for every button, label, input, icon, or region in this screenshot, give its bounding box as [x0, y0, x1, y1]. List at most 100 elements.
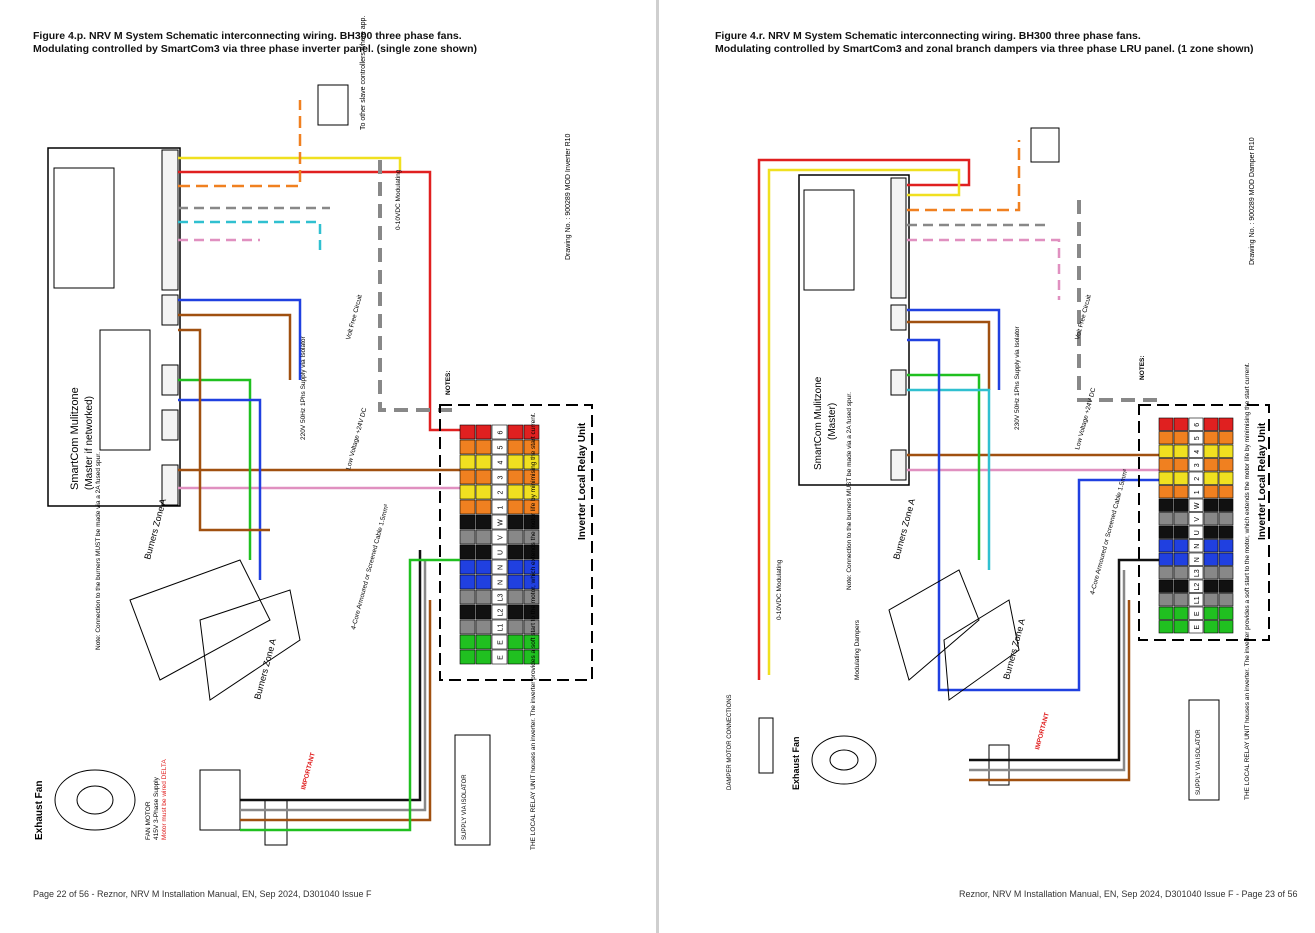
- terminal-cell: [459, 499, 476, 515]
- terminal-cell: [507, 604, 524, 620]
- wire-orange-dashed: [907, 140, 1021, 212]
- isolator-and-feed: [969, 558, 1159, 786]
- terminal-cell: [1218, 512, 1234, 526]
- terminal-cell: [1158, 485, 1174, 499]
- exhaust-fan-label: Exhaust Fan: [34, 781, 45, 840]
- terminal-cell: [1158, 498, 1174, 512]
- terminal-label: N: [498, 565, 505, 570]
- burners-label: Burners Zone A: [142, 498, 168, 561]
- terminal-cell: [1173, 431, 1189, 445]
- smartcom-controller: SmartCom Mulitzone (Master if networked): [47, 147, 181, 507]
- supply-table-title: SUPPLY VIA ISOLATOR: [462, 774, 468, 840]
- terminal-cell: [475, 499, 492, 515]
- wire-grey-thick: [378, 160, 460, 412]
- terminal-label: 5: [498, 445, 505, 449]
- note-connection: Note: Connection to the burners MUST be …: [846, 392, 853, 590]
- wire-blue2: [178, 398, 262, 580]
- terminal-cell: [1158, 579, 1174, 593]
- wire-red: [178, 170, 460, 432]
- terminal-cell: [523, 499, 540, 515]
- modulating-label: 0-10VDC Modulating: [776, 559, 783, 620]
- terminal-cell: [459, 439, 476, 455]
- terminal-cell: [507, 544, 524, 560]
- terminal-cell: [1203, 498, 1219, 512]
- important-title: IMPORTANT: [1034, 712, 1051, 751]
- terminal-label: W: [1194, 502, 1201, 509]
- terminal-label: E: [1194, 625, 1201, 630]
- terminal-cell: [1203, 512, 1219, 526]
- terminal-cell: [1203, 566, 1219, 580]
- terminal-label: U: [1194, 530, 1201, 535]
- terminal-cell: [1173, 620, 1189, 634]
- wire-blue: [178, 298, 302, 380]
- wire-yellow: [178, 156, 402, 170]
- terminal-cell: [1218, 444, 1234, 458]
- controller-label: SmartCom Mulitzone: [69, 387, 81, 490]
- left-title-line2: Modulating controlled by SmartCom3 via t…: [33, 43, 477, 55]
- terminal-cell: [459, 559, 476, 575]
- controller-sublabel: (Master): [827, 403, 838, 440]
- modulating-dampers: Modulating Dampers: [854, 619, 861, 680]
- terminal-cell: [507, 589, 524, 605]
- slave-label: To other slave controllers where app.: [360, 16, 367, 130]
- relay-note: THE LOCAL RELAY UNIT houses an inverter.…: [530, 412, 537, 850]
- terminal-label: V: [1194, 517, 1201, 522]
- terminal-label: L3: [1194, 569, 1201, 577]
- left-page: Figure 4.p. NRV M System Schematic inter…: [0, 0, 656, 933]
- terminal-cell: [1158, 458, 1174, 472]
- terminal-cell: [459, 484, 476, 500]
- terminal-cell: [1203, 593, 1219, 607]
- low-voltage-label: Low Voltage +24V DC: [345, 407, 368, 471]
- terminal-label: N: [1194, 544, 1201, 549]
- terminal-cell: [475, 649, 492, 665]
- terminal-cell: [459, 604, 476, 620]
- terminal-label: L3: [498, 594, 505, 602]
- terminal-cell: [1173, 458, 1189, 472]
- terminal-cell: [1173, 485, 1189, 499]
- drawing-number: Drawing No. : 900289 MOD Inverter R10: [565, 133, 572, 260]
- supply-isolator-label: 230V 50Hz 1Phs Supply via Isolator: [1014, 325, 1021, 430]
- terminal-cell: [1158, 417, 1174, 431]
- terminal-cell: [523, 454, 540, 470]
- control-wires: [178, 100, 460, 580]
- terminal-cell: [1173, 579, 1189, 593]
- terminal-cell: [1173, 471, 1189, 485]
- terminal-cell: [491, 544, 508, 560]
- supply-table: SUPPLY VIA ISOLATOR: [454, 734, 491, 846]
- terminal-cell: [491, 454, 508, 470]
- terminal-cell: [475, 634, 492, 650]
- wire-blue: [907, 308, 1001, 390]
- right-title-line1: Figure 4.r. NRV M System Schematic inter…: [715, 30, 1141, 42]
- terminal-label: 3: [1194, 463, 1201, 467]
- terminal-cell: [523, 529, 540, 545]
- terminal-cell: [1218, 431, 1234, 445]
- terminal-cell: [507, 454, 524, 470]
- terminal-label: 3: [498, 475, 505, 479]
- damper-connections: DAMPER MOTOR CONNECTIONS: [727, 694, 774, 790]
- wire-orange-dashed: [178, 100, 302, 188]
- terminal-label: N: [498, 580, 505, 585]
- terminal-cell: [507, 469, 524, 485]
- relay-note: THE LOCAL RELAY UNIT houses an inverter.…: [1244, 362, 1251, 800]
- terminal-cell: [1173, 606, 1189, 620]
- terminal-cell: [459, 544, 476, 560]
- fan-motor-label: FAN MOTOR: [145, 801, 152, 840]
- terminal-cell: [507, 619, 524, 635]
- terminal-cell: [491, 469, 508, 485]
- terminal-cell: [507, 499, 524, 515]
- right-figure-title: Figure 4.r. NRV M System Schematic inter…: [715, 30, 1254, 56]
- terminal-cell: [1158, 552, 1174, 566]
- burners-zone-a: Burners Zone A Burners Zone A: [129, 498, 301, 701]
- terminal-cell: [507, 439, 524, 455]
- terminal-cell: [1203, 552, 1219, 566]
- terminal-label: L2: [498, 609, 505, 617]
- terminal-cell: [1218, 552, 1234, 566]
- terminal-cell: [523, 544, 540, 560]
- terminal-cell: [475, 544, 492, 560]
- terminal-cell: [1203, 620, 1219, 634]
- right-footer: Reznor, NRV M Installation Manual, EN, S…: [959, 889, 1298, 899]
- notes-title: NOTES:: [445, 370, 452, 395]
- terminal-cell: [1218, 606, 1234, 620]
- terminal-cell: [523, 484, 540, 500]
